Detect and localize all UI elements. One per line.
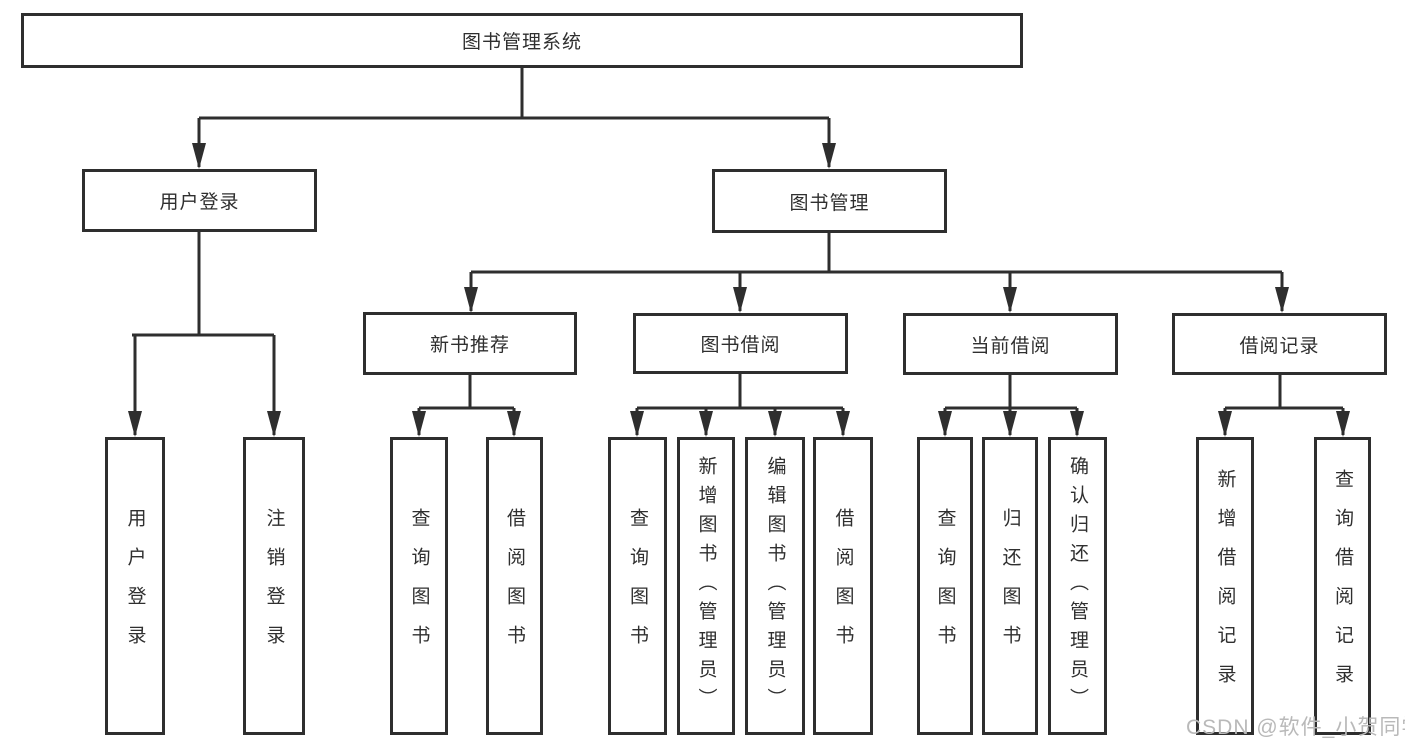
node-book-management: 图书管理: [712, 169, 947, 233]
node-root-label: 图书管理系统: [461, 32, 582, 53]
leaf-query-book-current-label: 查询图书: [934, 508, 956, 664]
leaf-borrow-book-recommend-label: 借阅图书: [504, 508, 525, 664]
leaf-edit-book-admin: 编辑图书（管理员）: [745, 437, 805, 735]
leaf-query-book-current: 查询图书: [917, 437, 973, 735]
leaf-logout-login-label: 注销登录: [263, 508, 285, 664]
node-current-borrow-label: 当前借阅: [970, 335, 1051, 357]
node-new-book-recommend: 新书推荐: [363, 312, 577, 375]
node-current-borrow: 当前借阅: [903, 313, 1118, 375]
leaf-query-book-borrow-label: 查询图书: [627, 508, 648, 664]
leaf-return-book-label: 归还图书: [999, 508, 1021, 664]
node-book-management-label: 图书管理: [789, 192, 870, 214]
node-book-borrow: 图书借阅: [633, 313, 848, 374]
node-borrow-record-label: 借阅记录: [1239, 335, 1320, 357]
leaf-add-book-admin-label: 新增图书（管理员）: [695, 455, 717, 717]
leaf-add-borrow-record-label: 新增借阅记录: [1214, 469, 1236, 703]
watermark: CSDN @软件_小贺同学: [1186, 716, 1405, 739]
leaf-query-borrow-record-label: 查询借阅记录: [1332, 469, 1353, 703]
leaf-add-borrow-record: 新增借阅记录: [1196, 437, 1254, 735]
leaf-query-book-borrow: 查询图书: [608, 437, 667, 735]
leaf-borrow-book-borrow: 借阅图书: [813, 437, 873, 735]
leaf-query-book-recommend-label: 查询图书: [408, 508, 430, 664]
node-user-login: 用户登录: [82, 169, 317, 232]
node-root: 图书管理系统: [21, 13, 1023, 68]
leaf-query-book-recommend: 查询图书: [390, 437, 448, 735]
leaf-user-login: 用户登录: [105, 437, 165, 735]
leaf-return-book: 归还图书: [982, 437, 1038, 735]
leaf-logout-login: 注销登录: [243, 437, 305, 735]
leaf-borrow-book-borrow-label: 借阅图书: [832, 508, 854, 664]
leaf-query-borrow-record: 查询借阅记录: [1314, 437, 1371, 735]
node-book-borrow-label: 图书借阅: [700, 335, 781, 356]
node-borrow-record: 借阅记录: [1172, 313, 1387, 375]
leaf-add-book-admin: 新增图书（管理员）: [677, 437, 735, 735]
node-user-login-label: 用户登录: [159, 192, 240, 213]
leaf-confirm-return-admin: 确认归还（管理员）: [1048, 437, 1107, 735]
node-new-book-recommend-label: 新书推荐: [429, 335, 510, 356]
leaf-confirm-return-admin-label: 确认归还（管理员）: [1067, 455, 1088, 717]
leaf-edit-book-admin-label: 编辑图书（管理员）: [764, 455, 786, 717]
leaf-user-login-label: 用户登录: [124, 508, 146, 664]
leaf-borrow-book-recommend: 借阅图书: [486, 437, 543, 735]
